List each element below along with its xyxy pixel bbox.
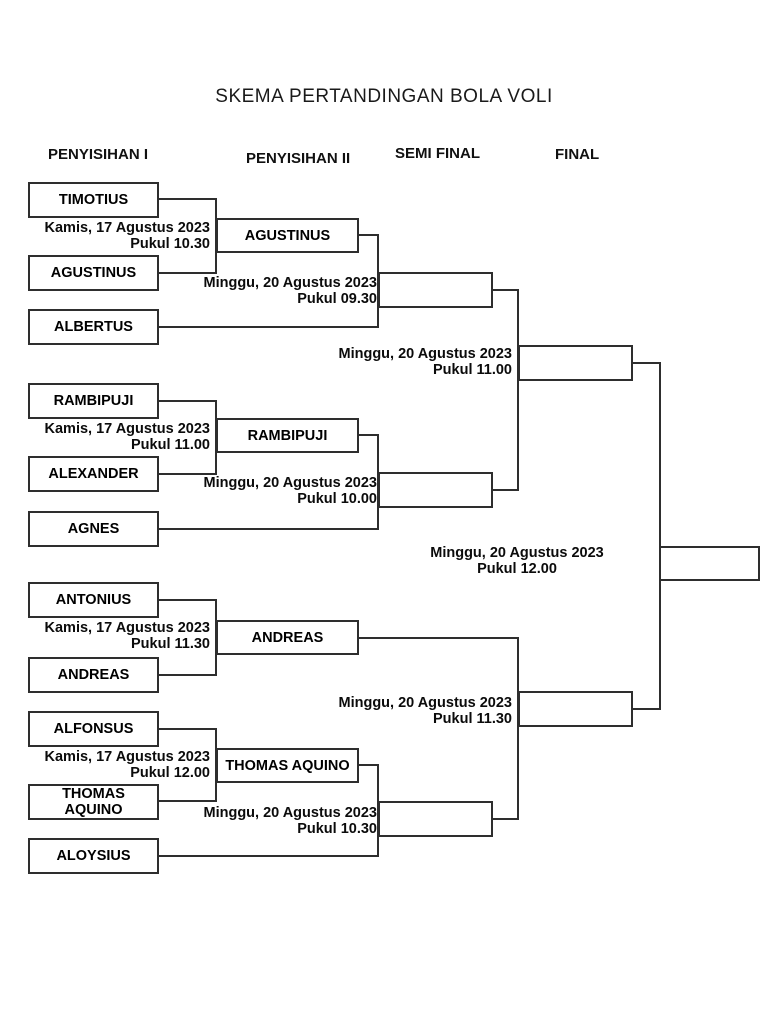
bracket-connector: [517, 637, 519, 820]
bracket-connector: [159, 272, 217, 274]
round-header-penyisihan-1: PENYISIHAN I: [48, 146, 149, 163]
match-time: Pukul 10.30: [130, 236, 210, 252]
team-box-timotius: TIMOTIUS: [28, 182, 159, 218]
match-date: Minggu, 20 Agustus 2023: [338, 695, 513, 711]
match-schedule-penyisihan1-2: Kamis, 17 Agustus 2023 Pukul 11.00: [20, 421, 210, 453]
team-box-alexander: ALEXANDER: [28, 456, 159, 492]
match-schedule-final: Minggu, 20 Agustus 2023 Pukul 12.00: [427, 545, 607, 577]
bracket-connector: [159, 473, 217, 475]
bracket-connector: [159, 326, 379, 328]
match-schedule-penyisihan1-1: Kamis, 17 Agustus 2023 Pukul 10.30: [20, 220, 210, 252]
match-date: Minggu, 20 Agustus 2023: [203, 475, 378, 491]
bracket-connector: [359, 434, 379, 436]
match-date: Minggu, 20 Agustus 2023: [338, 346, 513, 362]
bracket-connector: [159, 599, 217, 601]
match-date: Minggu, 20 Agustus 2023: [203, 275, 378, 291]
semifinalist-slot-1: [378, 272, 493, 308]
champion-slot: [659, 546, 760, 581]
match-time: Pukul 10.30: [297, 821, 377, 837]
round-header-semi-final: SEMI FINAL: [395, 145, 480, 162]
match-time: Pukul 12.00: [477, 561, 557, 577]
match-schedule-semifinal-2: Minggu, 20 Agustus 2023 Pukul 11.30: [322, 695, 513, 727]
bracket-connector: [159, 198, 217, 200]
bracket-connector: [159, 528, 379, 530]
winner-box-thomas-aquino: THOMAS AQUINO: [216, 748, 359, 783]
match-time: Pukul 11.00: [433, 362, 512, 378]
bracket-connector: [159, 400, 217, 402]
match-date: Minggu, 20 Agustus 2023: [203, 805, 378, 821]
semifinalist-slot-2: [378, 472, 493, 508]
match-schedule-penyisihan2-3: Minggu, 20 Agustus 2023 Pukul 10.30: [187, 805, 378, 837]
round-header-final: FINAL: [555, 146, 600, 163]
match-time: Pukul 11.00: [131, 437, 210, 453]
match-schedule-penyisihan1-4: Kamis, 17 Agustus 2023 Pukul 12.00: [20, 749, 210, 781]
finalist-slot-2: [518, 691, 633, 727]
bracket-connector: [517, 289, 519, 491]
team-box-andreas: ANDREAS: [28, 657, 159, 693]
team-box-agustinus: AGUSTINUS: [28, 255, 159, 291]
match-date: Kamis, 17 Agustus 2023: [44, 220, 210, 236]
winner-box-agustinus: AGUSTINUS: [216, 218, 359, 253]
match-date: Kamis, 17 Agustus 2023: [44, 620, 210, 636]
winner-box-rambipuji: RAMBIPUJI: [216, 418, 359, 453]
match-schedule-semifinal-1: Minggu, 20 Agustus 2023 Pukul 11.00: [322, 346, 513, 378]
semifinalist-slot-3: [378, 801, 493, 837]
winner-box-andreas: ANDREAS: [216, 620, 359, 655]
match-date: Kamis, 17 Agustus 2023: [44, 421, 210, 437]
team-box-thomas-aquino: THOMAS AQUINO: [28, 784, 159, 820]
bracket-connector: [359, 637, 519, 639]
match-time: Pukul 11.30: [131, 636, 210, 652]
page-title: SKEMA PERTANDINGAN BOLA VOLI: [215, 86, 553, 107]
match-time: Pukul 10.00: [297, 491, 377, 507]
match-schedule-penyisihan2-1: Minggu, 20 Agustus 2023 Pukul 09.30: [187, 275, 378, 307]
bracket-connector: [633, 362, 661, 364]
finalist-slot-1: [518, 345, 633, 381]
bracket-connector: [359, 764, 379, 766]
team-box-agnes: AGNES: [28, 511, 159, 547]
team-box-albertus: ALBERTUS: [28, 309, 159, 345]
match-date: Kamis, 17 Agustus 2023: [44, 749, 210, 765]
bracket-connector: [359, 234, 379, 236]
bracket-connector: [493, 489, 519, 491]
round-header-penyisihan-2: PENYISIHAN II: [246, 150, 351, 167]
match-date: Minggu, 20 Agustus 2023: [430, 545, 604, 561]
bracket-connector: [659, 362, 661, 710]
bracket-connector: [159, 800, 217, 802]
team-box-rambipuji: RAMBIPUJI: [28, 383, 159, 419]
bracket-connector: [159, 855, 379, 857]
bracket-connector: [159, 728, 217, 730]
bracket-connector: [159, 674, 217, 676]
team-box-aloysius: ALOYSIUS: [28, 838, 159, 874]
team-box-antonius: ANTONIUS: [28, 582, 159, 618]
match-time: Pukul 09.30: [297, 291, 377, 307]
bracket-connector: [493, 289, 519, 291]
bracket-connector: [493, 818, 519, 820]
bracket-connector: [633, 708, 661, 710]
match-time: Pukul 12.00: [130, 765, 210, 781]
match-schedule-penyisihan2-2: Minggu, 20 Agustus 2023 Pukul 10.00: [187, 475, 378, 507]
match-time: Pukul 11.30: [433, 711, 512, 727]
team-box-alfonsus: ALFONSUS: [28, 711, 159, 747]
match-schedule-penyisihan1-3: Kamis, 17 Agustus 2023 Pukul 11.30: [20, 620, 210, 652]
